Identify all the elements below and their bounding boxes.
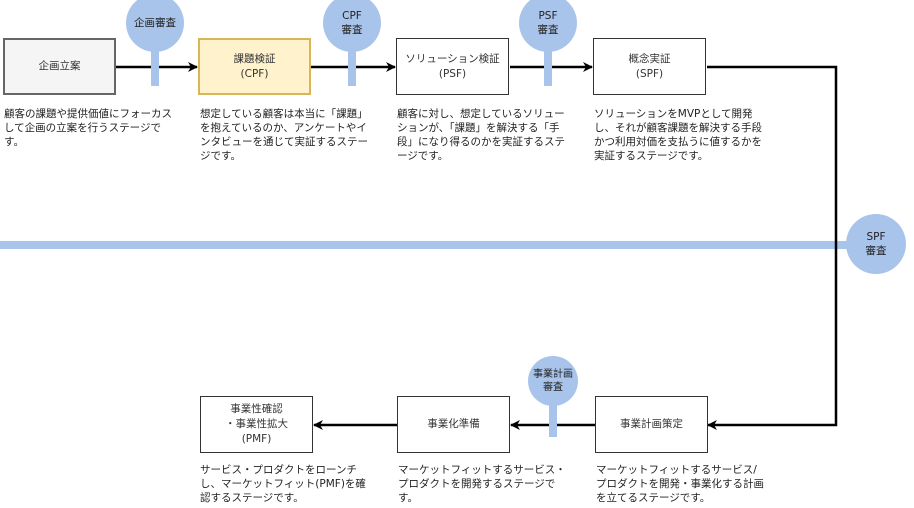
review-pin-stem	[544, 40, 552, 86]
review-pin-stem	[549, 395, 557, 437]
arrow-4	[707, 65, 838, 430]
stage-spf-description: ソリューションをMVPとして開発し、それが顧客課題を解決する手段かつ利用対価を支…	[594, 108, 762, 162]
review-pin-business-plan: 事業計画 審査	[528, 356, 578, 406]
stage-cpf-description: 想定している顧客は本当に「課題」を抱えているのか、アンケートやインタビューを通じ…	[200, 108, 368, 162]
stage-pmf: 事業性確認 ・事業性拡大 (PMF)	[200, 396, 313, 453]
stage-business-plan: 事業計画策定	[595, 396, 708, 453]
stage-commercialization: 事業化準備	[397, 396, 510, 453]
review-pin-cpf: CPF 審査	[323, 0, 381, 52]
review-pin-stem	[348, 40, 356, 86]
stage-business-plan-description: マーケットフィットするサービス/プロダクトを開発・事業化する計画を立てるステージ…	[596, 464, 764, 504]
stage-cpf: 課題検証 (CPF)	[198, 38, 311, 95]
spf-review-bar	[0, 241, 850, 249]
stage-psf-description: 顧客に対し、想定しているソリューションが、「課題」を解決する「手段」になり得るの…	[397, 108, 565, 162]
review-pin-planning: 企画審査	[126, 0, 184, 52]
review-pin-psf: PSF 審査	[519, 0, 577, 52]
stage-planning: 企画立案	[3, 38, 116, 95]
review-pin-spf: SPF 審査	[846, 214, 906, 274]
stage-spf: 概念実証 (SPF)	[593, 38, 706, 95]
review-pin-stem	[151, 40, 159, 86]
stage-pmf-description: サービス・プロダクトをローンチし、マーケットフィット(PMF)を確認するステージ…	[200, 464, 366, 504]
stage-commercialization-description: マーケットフィットするサービス・プロダクトを開発するステージです。	[398, 464, 566, 504]
stage-planning-description: 顧客の課題や提供価値にフォーカスして企画の立案を行うステージです。	[4, 108, 172, 148]
stage-psf: ソリューション検証 (PSF)	[396, 38, 509, 95]
